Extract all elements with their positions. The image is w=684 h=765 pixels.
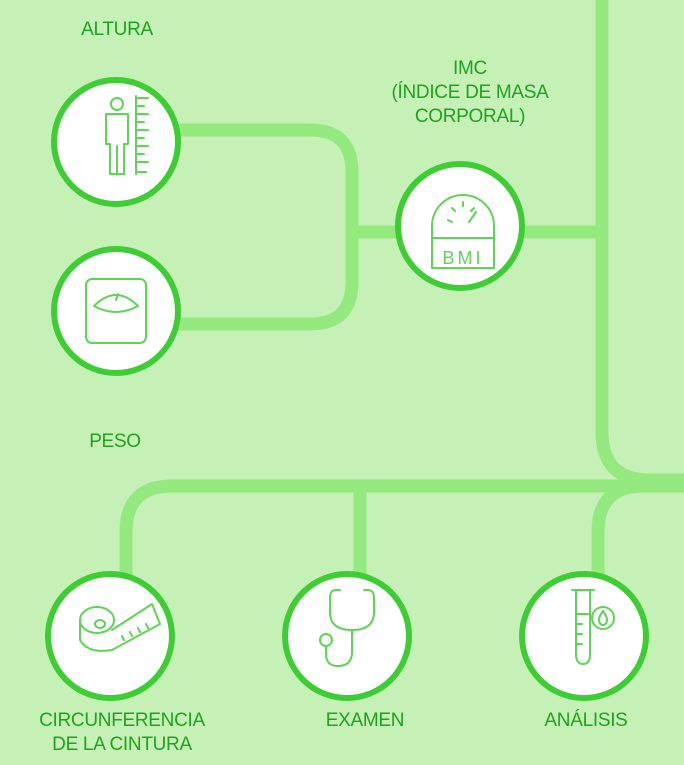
node-imc-circle [395, 161, 525, 291]
node-cintura-label-line-2: DE LA CINTURA [52, 734, 192, 755]
connector-main-trunk [595, 0, 684, 487]
bmi-gauge-icon [431, 194, 495, 269]
node-imc-label-line-2: (ÍNDICE DE MASA [391, 82, 549, 103]
node-peso-label: PESO [89, 431, 141, 452]
bmi-icon-text: BMI [442, 248, 483, 268]
connector-peso-to-imc [160, 232, 359, 331]
node-altura-circle [51, 77, 181, 207]
height-ruler-person-icon [105, 95, 149, 175]
node-imc-label-line-1: IMC [453, 58, 487, 79]
node-cintura-label: CIRCUNFERENCIA DE LA CINTURA [0, 709, 244, 757]
node-imc: BMI [395, 161, 525, 291]
node-peso [51, 246, 181, 376]
weight-scale-icon [85, 278, 147, 344]
node-examen [282, 571, 412, 701]
connector-analisis-branch [591, 479, 645, 600]
node-cintura [45, 571, 175, 701]
stethoscope-icon [319, 589, 375, 667]
node-altura-label: ALTURA [81, 19, 153, 40]
node-cintura-label-line-1: CIRCUNFERENCIA [39, 710, 205, 731]
node-analisis-label: ANÁLISIS [544, 710, 628, 731]
node-altura [51, 77, 181, 207]
node-cintura-circle [45, 571, 175, 701]
node-analisis-circle [519, 571, 649, 701]
node-imc-label-line-3: CORPORAL) [414, 106, 526, 127]
blood-test-tube-icon [571, 589, 615, 665]
node-analisis [519, 571, 649, 701]
measuring-tape-icon [79, 603, 161, 652]
connector-altura-to-imc [160, 123, 460, 239]
node-imc-label: IMC (ÍNDICE DE MASA CORPORAL) [355, 57, 585, 129]
node-examen-circle [282, 571, 412, 701]
connector-cintura-branch [119, 479, 173, 600]
node-examen-label: EXAMEN [325, 710, 405, 731]
